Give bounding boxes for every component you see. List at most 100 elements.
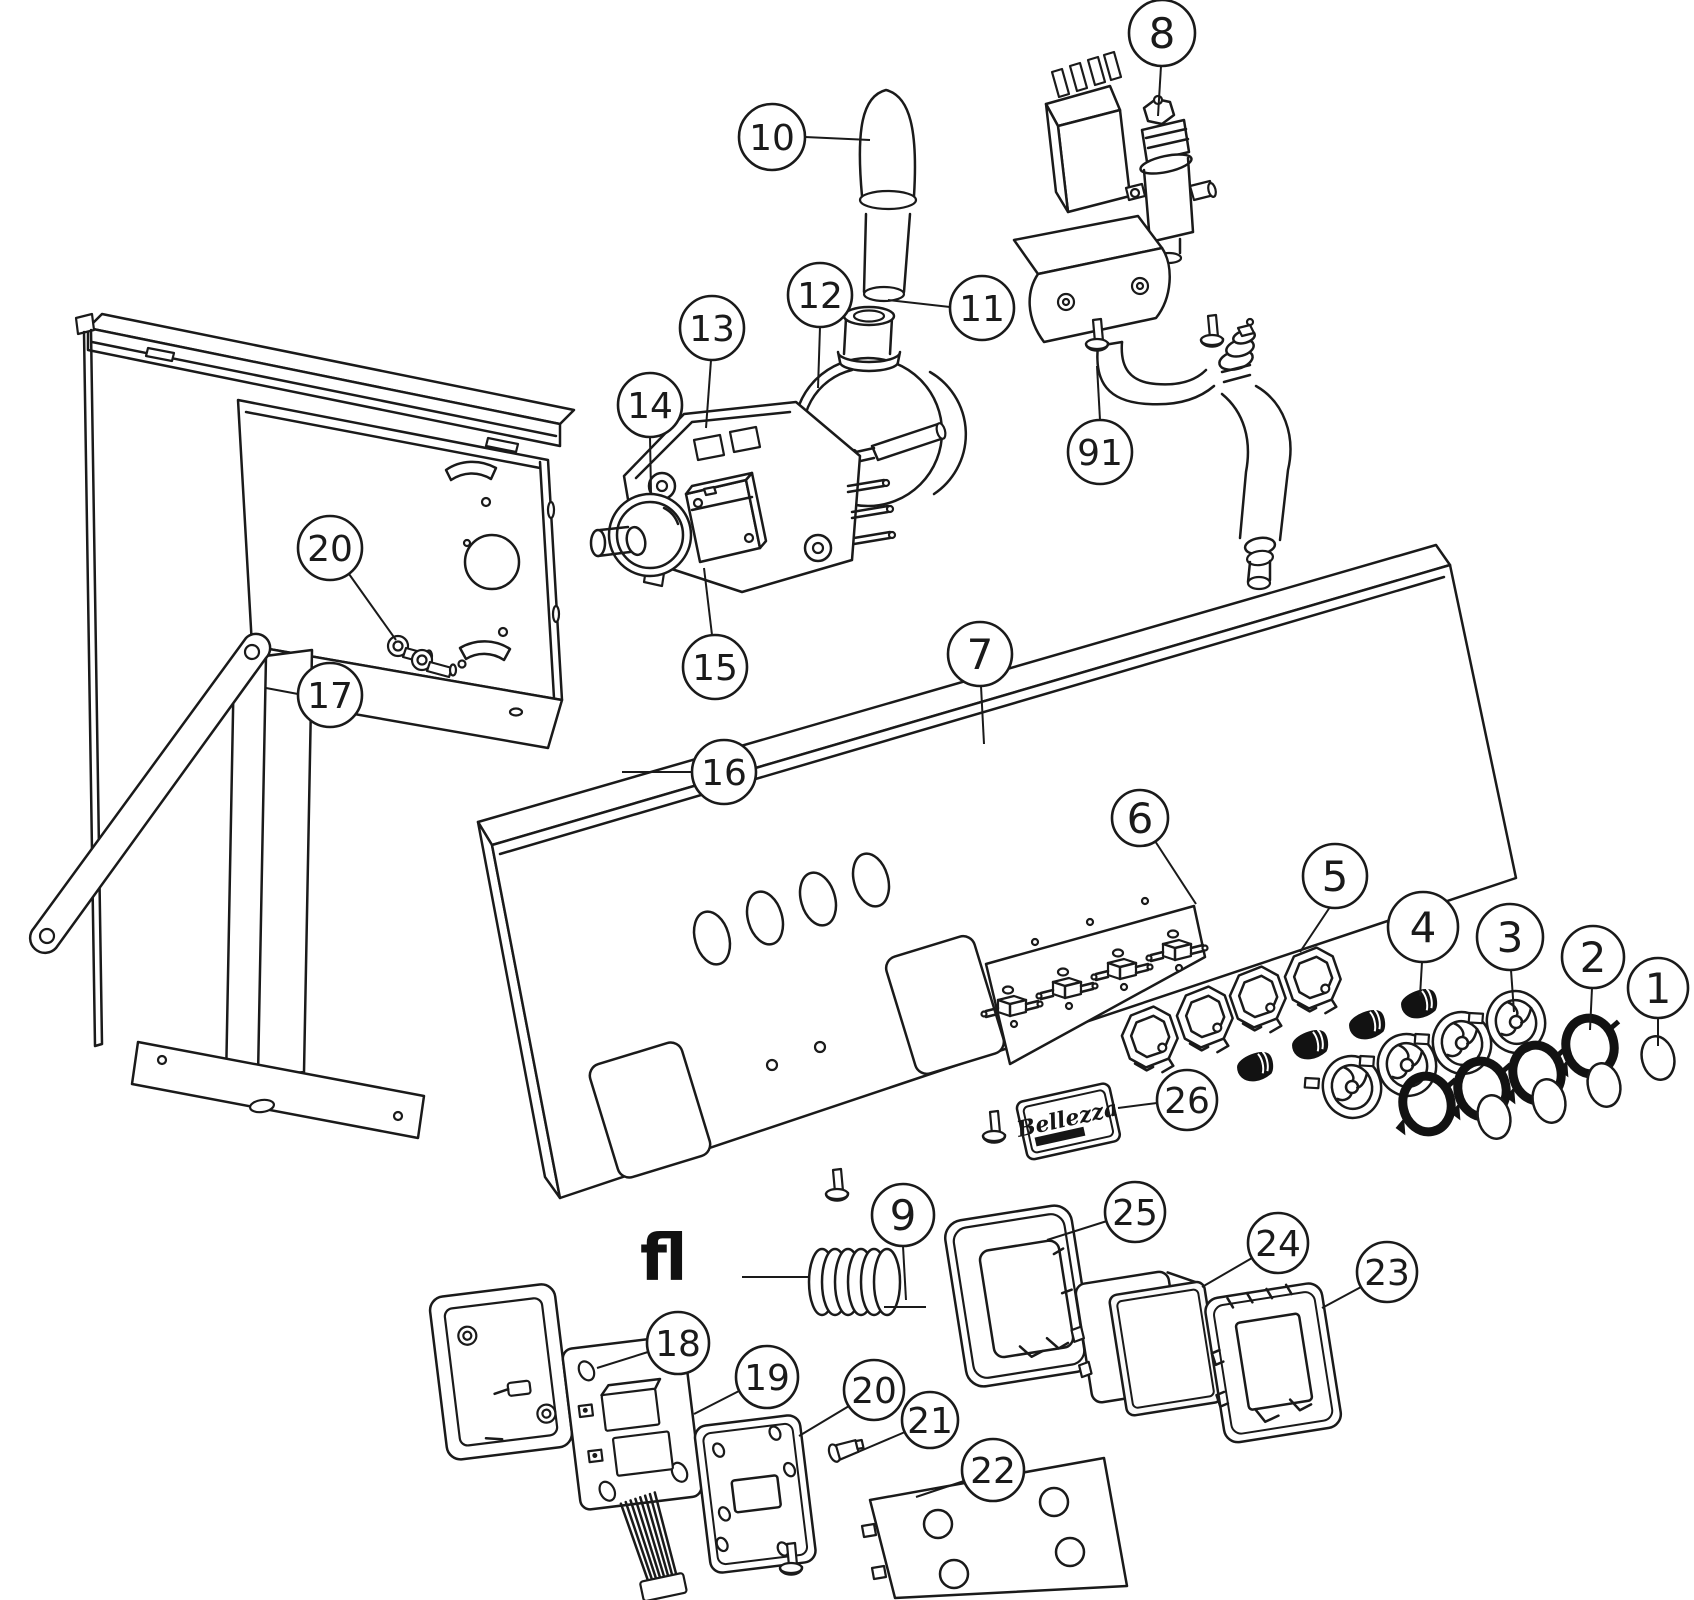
callout-7: 7 <box>946 620 1014 745</box>
part-adapter-plate-20 <box>693 1414 817 1574</box>
callout-11: 11 <box>887 274 1016 342</box>
part-screw-21 <box>827 1438 865 1463</box>
callout-4: 4 <box>1386 890 1460 997</box>
callout-balloon <box>960 1437 1026 1503</box>
callout-leader <box>857 1431 906 1453</box>
callout-leader <box>693 1390 740 1415</box>
callout-21: 21 <box>857 1390 960 1453</box>
pointer-lines <box>742 1276 926 1308</box>
callout-balloon <box>1127 0 1197 68</box>
callout-number: 20 <box>307 529 353 570</box>
callout-balloon <box>946 620 1014 688</box>
callout-balloon <box>1155 1068 1219 1132</box>
callout-number: 16 <box>701 753 747 794</box>
ribbon-cable <box>619 1491 677 1585</box>
callout-18: 18 <box>596 1310 711 1376</box>
part-badge-26: Bellezza <box>1014 1082 1122 1161</box>
part-chassis-frame <box>74 312 576 1048</box>
callout-number: 11 <box>959 289 1005 330</box>
retainer-frame-5 <box>1116 1001 1186 1081</box>
pushpin-screw <box>981 1109 1007 1144</box>
part-knob-14 <box>589 492 693 578</box>
part-outlet-tube-11 <box>1096 317 1292 591</box>
callout-leader <box>1321 1286 1362 1309</box>
callout-number: 4 <box>1410 903 1437 952</box>
stray-label: fl <box>640 1222 687 1296</box>
callout-leader <box>1589 987 1593 1031</box>
callout-leader <box>705 359 712 429</box>
callout-number: 3 <box>1497 913 1524 962</box>
callout-leader <box>1157 65 1162 117</box>
callout-leader <box>1117 1102 1158 1109</box>
callout-22: 22 <box>915 1437 1026 1503</box>
callout-number: 25 <box>1112 1193 1158 1234</box>
callout-balloon <box>842 1358 906 1422</box>
callout-balloon <box>1103 1180 1167 1244</box>
retainer-frame-5 <box>1224 961 1294 1041</box>
callout-leader <box>1096 365 1101 421</box>
callout-leader <box>348 573 397 641</box>
callout-number: 6 <box>1127 794 1154 843</box>
callout-number: 13 <box>689 309 735 350</box>
callout-leader <box>1419 961 1423 997</box>
callout-leader <box>265 687 299 695</box>
callout-balloon <box>1386 890 1460 964</box>
callout-leader <box>1154 840 1197 905</box>
callout-balloon <box>1355 1240 1419 1304</box>
callout-leader <box>1046 1220 1108 1241</box>
callout-number: 14 <box>627 386 673 427</box>
callout-number: 18 <box>655 1324 701 1365</box>
part-button-24 <box>1070 1270 1223 1417</box>
callout-9: 9 <box>870 1182 936 1301</box>
callout-balloon <box>681 633 749 701</box>
callout-number: 24 <box>1255 1224 1301 1265</box>
callout-20: 20 <box>296 514 397 641</box>
callout-balloon <box>734 1344 800 1410</box>
callout-15: 15 <box>681 567 749 701</box>
part-frame-screws-20 <box>386 634 467 679</box>
part-handle-10 <box>858 88 918 303</box>
callout-leader <box>1510 969 1515 1013</box>
callout-balloon <box>900 1390 960 1450</box>
part-bezel-25 <box>943 1204 1095 1388</box>
badge-subtext-bar <box>1034 1126 1086 1147</box>
callout-12: 12 <box>786 261 854 389</box>
callout-2: 2 <box>1560 924 1626 1031</box>
cone-cap-4 <box>1345 1006 1389 1044</box>
callout-balloon <box>1626 956 1690 1020</box>
callout-leader <box>703 567 713 636</box>
callout-26: 26 <box>1117 1068 1219 1132</box>
callout-number: 2 <box>1580 933 1607 982</box>
callout-1: 1 <box>1626 956 1690 1046</box>
callout-number: 22 <box>970 1451 1016 1492</box>
part-cover-plate-22 <box>860 1456 1129 1600</box>
callout-number: 12 <box>797 276 843 317</box>
callout-23: 23 <box>1321 1240 1419 1309</box>
part-side-bracket <box>130 648 426 1140</box>
part-box-18 <box>428 1283 574 1461</box>
callout-leader <box>1201 1257 1253 1288</box>
callout-number: 7 <box>967 630 994 679</box>
part-solenoid-valve-8 <box>1044 50 1217 265</box>
callout-balloon <box>870 1182 936 1248</box>
callout-leader <box>649 436 652 493</box>
callout-balloon <box>616 371 684 439</box>
callout-number: 5 <box>1322 852 1349 901</box>
callout-3: 3 <box>1475 902 1545 1013</box>
retainer-frame-5 <box>1171 981 1241 1061</box>
callout-number: 15 <box>692 648 738 689</box>
callout-balloon <box>786 261 854 329</box>
callout-balloon <box>678 294 746 362</box>
callout-leader <box>804 136 871 141</box>
callout-number: 21 <box>907 1401 953 1442</box>
callout-13: 13 <box>678 294 746 429</box>
part-valve-bracket <box>1012 214 1171 344</box>
callout-number: 91 <box>1077 433 1123 474</box>
callout-balloon <box>737 102 807 172</box>
callout-number: 8 <box>1149 9 1176 58</box>
callout-balloon <box>296 661 364 729</box>
callout-balloon <box>1560 924 1626 990</box>
